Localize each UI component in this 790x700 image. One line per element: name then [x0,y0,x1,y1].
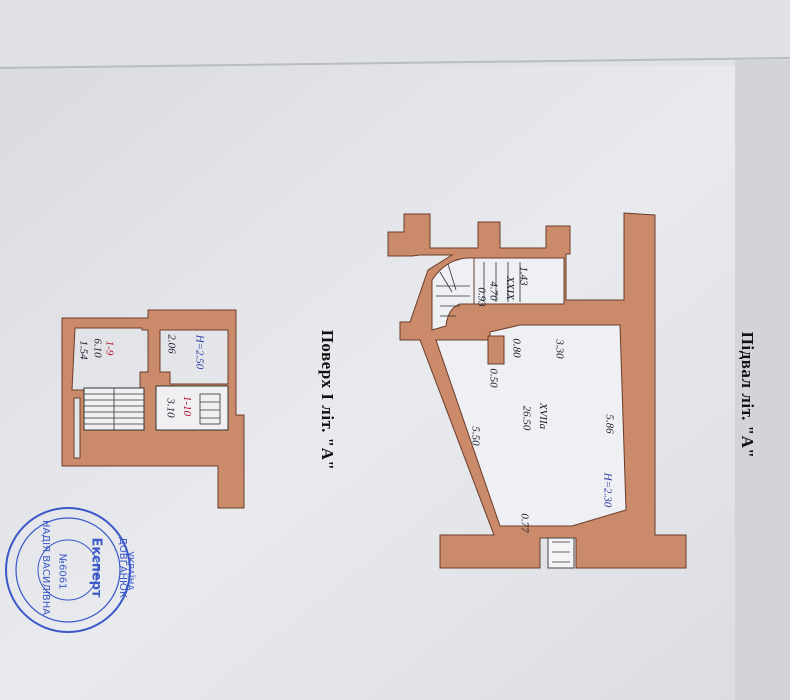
basement-dim-4: 0.50 [487,368,500,388]
basement-title: Підвал літ. "А" [738,331,757,459]
room-xviia-number: XVIIa [537,402,550,430]
floor1-walls [61,309,245,509]
stamp-country: УКРАЇНА [124,551,135,591]
stamp-fullname: НАДІЯ ВАСИЛІВНА [40,519,52,616]
room-1-9-width: 1.54 [77,340,90,360]
expert-stamp [5,507,131,633]
room-1-10-number: 1-10 [181,395,194,417]
room-xxix-number: XXIX [503,276,516,300]
basement-dim-1: 1.43 [517,266,530,286]
basement-stairs [436,262,570,563]
page-edge-shadow [735,60,790,700]
room-xxix-area: 4.70 [487,281,500,301]
basement-interior [431,257,627,569]
floor1-title: Поверх І літ. "А" [318,329,337,471]
floor1-dim-width: 2.06 [165,334,178,354]
floor1-height: Н=2.50 [193,334,206,370]
back-sheet [0,0,790,70]
room-xviia-area: 26.50 [520,405,533,431]
floor1-stairs [84,388,221,430]
basement-dim-5: 3.30 [553,339,566,359]
room-1-9-number: 1-9 [103,340,116,356]
basement-dim-6: 5.86 [603,414,616,434]
page-fold [0,57,790,69]
basement-dim-2: 0.93 [475,287,488,307]
room-1-10-area: 3.10 [164,398,177,418]
stamp-expert: Експерт [88,537,104,598]
basement-dim-7: 5.50 [469,426,482,446]
basement-dim-8: 0.77 [518,513,531,533]
basement-height: Н=2.30 [601,472,614,508]
room-1-9-area: 6.10 [91,338,104,358]
stamp-reg: №6061 [56,553,68,590]
basement-dim-3: 0.80 [510,338,523,358]
paper-sheet [0,66,790,700]
